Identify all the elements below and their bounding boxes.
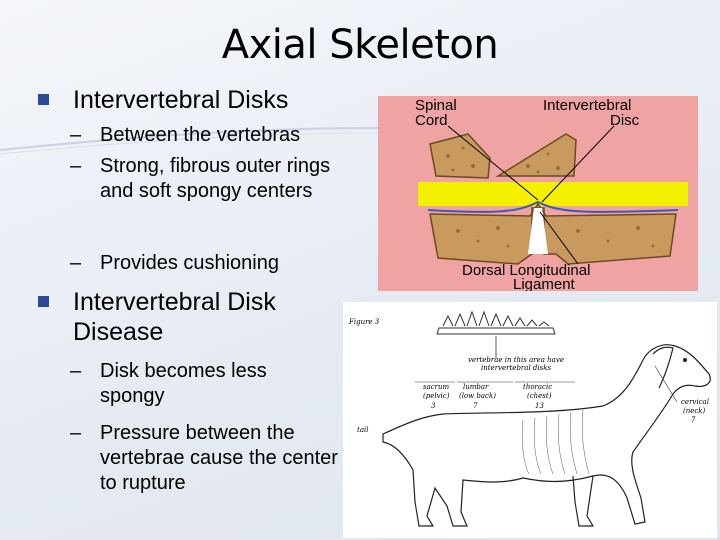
lumbar-sub-label: (low back) [459,392,496,400]
dash-icon: – [70,124,82,146]
dash-icon: – [70,155,82,177]
sub-bullet-text: Disk becomes less spongy [100,360,267,407]
note-line-2: intervertebral disks [481,364,551,372]
sub-bullet-text: Between the vertebras [100,124,301,146]
sub-bullet-text: Provides cushioning [100,252,279,274]
cervical-sub-label: (neck) [683,407,706,415]
label-intervertebral: Intervertebral [543,97,631,114]
thoracic-count: 13 [535,402,544,410]
sacrum-label: sacrum [423,383,450,391]
rib-shading [522,409,590,475]
cervical-count: 7 [691,416,696,424]
dash-icon: – [70,360,82,382]
illustration-background [343,302,717,538]
pointer-line [447,125,539,201]
sacrum-sub-label: (pelvic) [423,392,450,400]
vertebra-upper-left [429,133,491,179]
pointer-line [541,125,615,203]
pointer-line [539,211,579,265]
thoracic-label: thoracic [523,383,552,391]
label-cord: Cord [415,112,448,129]
sacrum-count: 3 [431,402,436,410]
sub-bullet-text: Pressure between the vertebrae cause the… [100,422,338,494]
note-line-1: vertebrae in this area have [468,356,564,364]
bullet-text: Intervertebral Disks [73,86,289,114]
cervical-label: cervical [681,398,709,406]
vertebrae-row [436,310,556,335]
dog-eye [683,358,687,362]
spine-diagram: Spinal Cord Intervertebral Disc Dorsal L… [378,96,698,291]
label-spinal: Spinal [415,97,457,114]
sub-bullet-text: Strong, fibrous outer rings and soft spo… [100,155,331,202]
thoracic-sub-label: (chest) [527,392,552,400]
lumbar-label: lumbar [463,383,489,391]
spinal-cord-band [418,182,688,206]
dog-outline [382,344,711,527]
bullet-text: Intervertebral Disk Disease [73,288,276,346]
label-disc: Disc [610,112,640,129]
label-ligament: Ligament [513,276,576,291]
vertebra-upper-right [495,133,577,177]
ligament-line [427,200,679,213]
square-bullet-icon [38,94,49,105]
dash-icon: – [70,252,82,274]
tail-label: tail [357,426,368,434]
dash-icon: – [70,422,82,444]
pointer-line [654,365,678,403]
label-dorsal-longitudinal: Dorsal Longitudinal [462,262,590,279]
dachshund-illustration: Figure 3 vertebrae in this area have int… [343,302,717,538]
figure-label: Figure 3 [348,318,380,326]
slide-title: Axial Skeleton [221,22,499,68]
disc-white [528,208,548,254]
square-bullet-icon [38,296,49,307]
lumbar-count: 7 [473,402,478,410]
